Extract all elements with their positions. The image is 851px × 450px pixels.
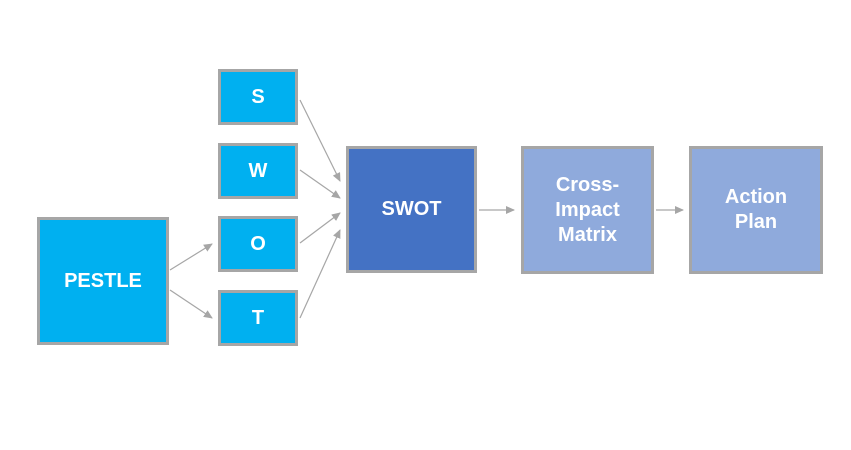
strengths-label: S bbox=[251, 85, 265, 108]
arrow-w-to-swot bbox=[299, 169, 341, 199]
action-plan-box: Action Plan bbox=[689, 146, 823, 274]
weaknesses-label: W bbox=[248, 159, 268, 182]
opportunities-box: O bbox=[218, 216, 298, 272]
arrow-s-to-swot bbox=[299, 99, 341, 182]
swot-label: SWOT bbox=[381, 198, 442, 220]
pestle-label: PESTLE bbox=[64, 269, 142, 292]
arrow-pestle-to-o bbox=[169, 243, 213, 271]
pestle-box: PESTLE bbox=[37, 217, 169, 345]
cross-impact-matrix-box: Cross-Impact Matrix bbox=[521, 146, 654, 274]
swot-box: SWOT bbox=[346, 146, 477, 273]
opportunities-label: O bbox=[250, 232, 266, 255]
arrow-t-to-swot bbox=[299, 229, 341, 319]
arrow-o-to-swot bbox=[299, 212, 341, 244]
threats-label: T bbox=[251, 306, 265, 329]
cross-impact-matrix-label: Cross-Impact Matrix bbox=[555, 173, 620, 246]
weaknesses-box: W bbox=[218, 143, 298, 199]
action-plan-label: Action Plan bbox=[724, 186, 788, 233]
threats-box: T bbox=[218, 290, 298, 346]
arrow-pestle-to-t bbox=[169, 289, 213, 319]
strengths-box: S bbox=[218, 69, 298, 125]
